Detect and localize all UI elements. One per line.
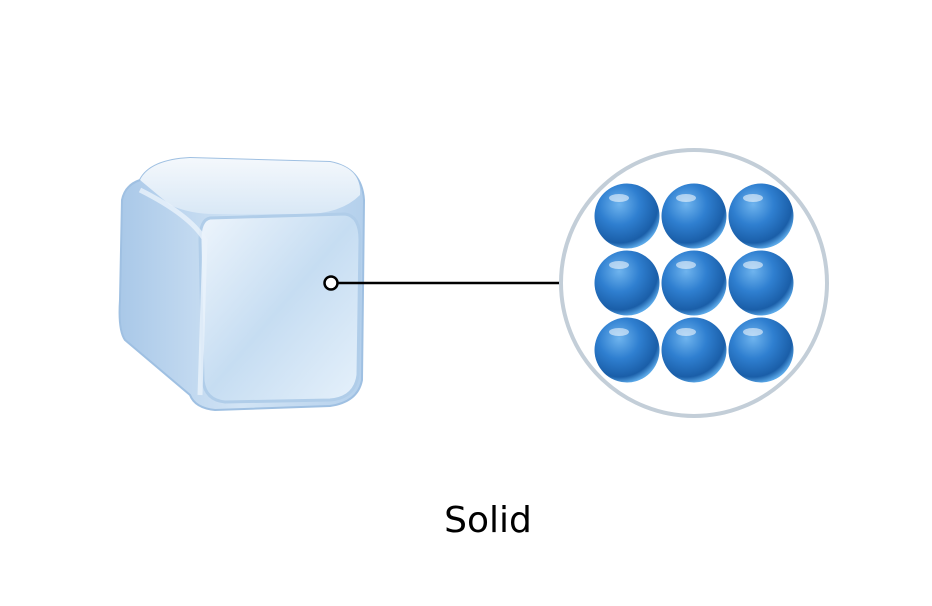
particle-sphere [594,317,660,383]
connector-dot [323,275,339,291]
particle-sphere [661,183,727,249]
particle-highlight [676,261,696,269]
state-label: Solid [444,500,532,541]
particle-highlight [743,328,763,336]
particle-sphere [594,183,660,249]
particle-sphere [594,250,660,316]
particle-sphere [728,317,794,383]
particle-sphere [728,250,794,316]
particle-sphere [728,183,794,249]
particle-highlight [609,194,629,202]
particle-sphere [661,250,727,316]
particle-sphere [661,317,727,383]
connector-line [323,275,560,291]
particle-highlight [609,328,629,336]
particle-grid [594,183,794,383]
particle-highlight [676,194,696,202]
particle-highlight [676,328,696,336]
particle-highlight [609,261,629,269]
particle-highlight [743,261,763,269]
particle-highlight [743,194,763,202]
ice-cube-image [118,156,366,412]
